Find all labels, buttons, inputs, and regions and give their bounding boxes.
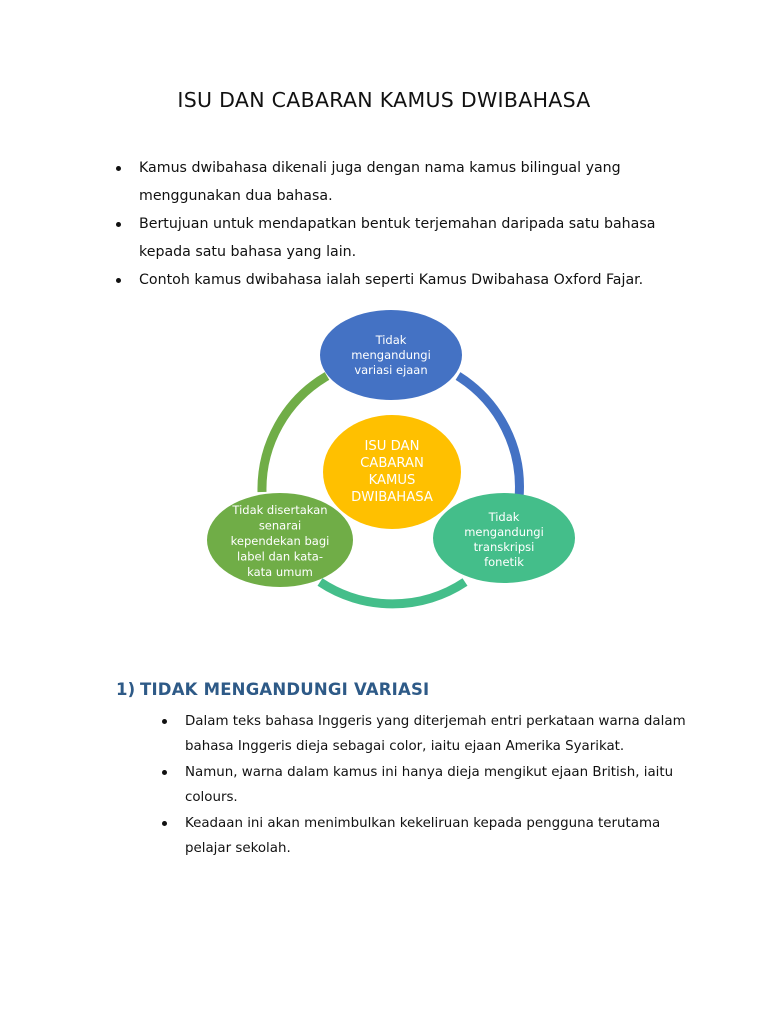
section-bullet-item: Namun, warna dalam kamus ini hanya dieja… xyxy=(160,760,690,810)
cycle-arc-teal xyxy=(317,578,468,609)
diagram-label-line: fonetik xyxy=(484,555,524,569)
diagram-label-line: DWIBAHASA xyxy=(351,490,433,505)
node-ellipse-kependekan xyxy=(207,493,353,587)
section-heading: 1)TIDAK MENGANDUNGI VARIASI xyxy=(116,680,429,699)
diagram-label-line: transkripsi xyxy=(474,540,535,554)
intro-bullet-list: Kamus dwibahasa dikenali juga dengan nam… xyxy=(114,155,674,296)
diagram-label-line: ISU DAN xyxy=(365,439,420,454)
node-ellipse-variasi xyxy=(320,310,462,400)
intro-bullet-item: Contoh kamus dwibahasa ialah seperti Kam… xyxy=(114,267,674,295)
intro-bullet-item: Kamus dwibahasa dikenali juga dengan nam… xyxy=(114,155,674,210)
diagram-label-line: CABARAN xyxy=(360,456,424,471)
diagram-label-line: variasi ejaan xyxy=(354,363,427,377)
section-bullet-item: Dalam teks bahasa Inggeris yang diterjem… xyxy=(160,709,690,759)
diagram-label-line: label dan kata- xyxy=(237,550,323,564)
diagram-label-line: mengandungi xyxy=(464,525,544,539)
diagram-label-line: senarai xyxy=(259,519,301,533)
center-ellipse xyxy=(323,415,461,529)
section-bullet-list: Dalam teks bahasa Inggeris yang diterjem… xyxy=(160,709,690,862)
diagram-label-line: Tidak xyxy=(375,333,407,347)
diagram-label-line: kependekan bagi xyxy=(231,534,330,548)
diagram-label-line: Tidak disertakan xyxy=(231,503,327,517)
diagram-label-line: kata umum xyxy=(247,565,313,579)
intro-bullet-item: Bertujuan untuk mendapatkan bentuk terje… xyxy=(114,211,674,266)
page-title: ISU DAN CABARAN KAMUS DWIBAHASA xyxy=(177,88,591,112)
node-ellipse-fonetik xyxy=(433,493,575,583)
section-number: 1) xyxy=(116,680,136,699)
diagram-label-line: KAMUS xyxy=(369,473,416,488)
center-label: ISU DAN CABARAN KAMUS DWIBAHASA xyxy=(351,439,433,505)
section-heading-text: TIDAK MENGANDUNGI VARIASI xyxy=(140,680,430,699)
diagram-label-line: mengandungi xyxy=(351,348,431,362)
diagram-label-line: Tidak xyxy=(488,510,520,524)
cycle-arc-blue xyxy=(455,372,524,499)
section-bullet-item: Keadaan ini akan menimbulkan kekeliruan … xyxy=(160,811,690,861)
cycle-arc-green xyxy=(257,372,330,493)
